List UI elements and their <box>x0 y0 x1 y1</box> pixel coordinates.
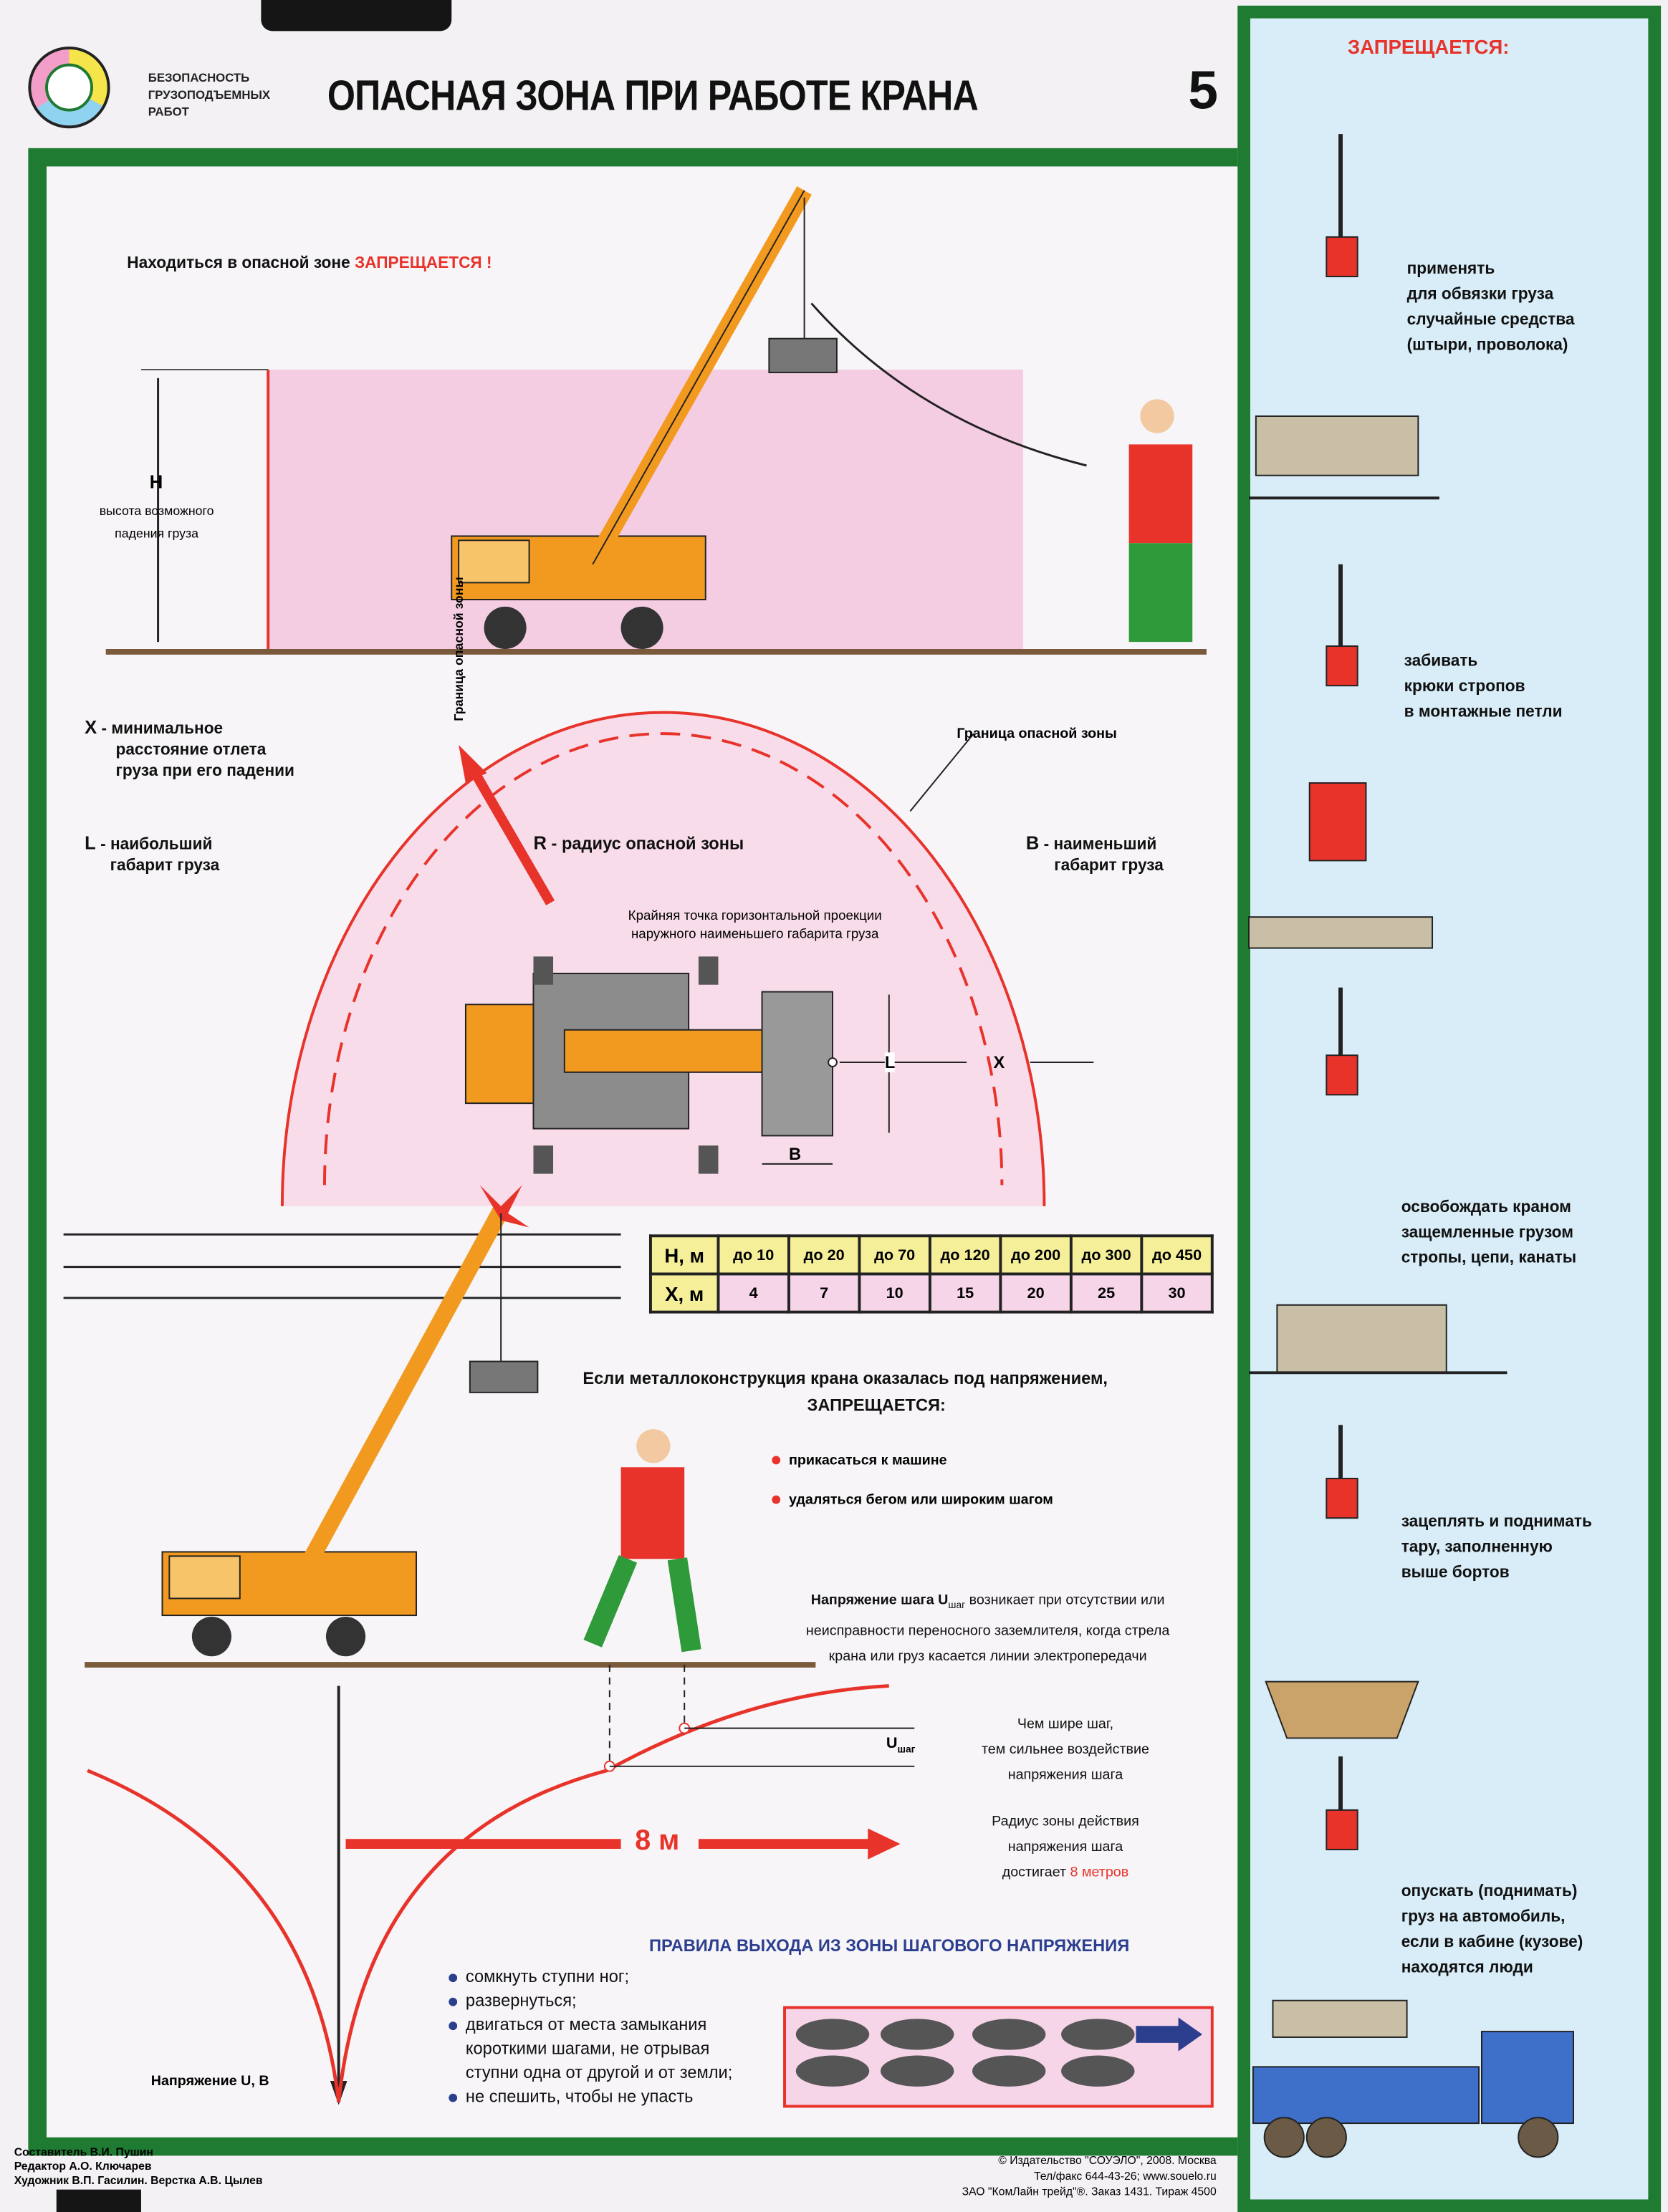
h-letter: H <box>149 471 163 493</box>
list-item: короткими шагами, не отрывая <box>465 2038 710 2059</box>
table-cell: 25 <box>1069 1272 1144 1314</box>
step-voltage-note: Напряжение шага Uшаг возникает при отсут… <box>805 1592 1170 1665</box>
radius-arrow <box>468 766 555 905</box>
h-description: высота возможного падения груза <box>77 499 236 544</box>
rules-title: ПРАВИЛА ВЫХОДА ИЗ ЗОНЫ ШАГОВОГО НАПРЯЖЕН… <box>648 1936 1130 1956</box>
table-cell: до 300 <box>1069 1234 1144 1276</box>
binder-clip <box>56 2189 141 2212</box>
list-item: ступни одна от другой и от земли; <box>465 2062 733 2082</box>
series-line: РАБОТ <box>148 104 189 119</box>
table-cell: до 450 <box>1140 1234 1214 1276</box>
table-cell: 15 <box>928 1272 1002 1314</box>
list-item: развернуться; <box>449 1989 732 2013</box>
distance-label: 8 м <box>635 1825 680 1857</box>
rules-list: сомкнуть ступни ног; развернуться; двига… <box>449 1966 732 2110</box>
r-definition: R - радиус опасной зоны <box>533 832 744 854</box>
list-item: не спешить, чтобы не упасть <box>449 2085 732 2109</box>
walking-worker <box>583 1429 701 1653</box>
warning-forbidden: ЗАПРЕЩАЕТСЯ ! <box>354 255 492 273</box>
table-cell: 7 <box>787 1272 861 1314</box>
voltage-axis-label: Напряжение U, В <box>150 2074 269 2090</box>
table-cell: до 10 <box>716 1234 790 1276</box>
table-cell: 10 <box>858 1272 931 1314</box>
table-cell: до 20 <box>787 1234 861 1276</box>
table-cell: 30 <box>1140 1272 1214 1314</box>
series-line: БЕЗОПАСНОСТЬ <box>148 70 250 85</box>
series-label: БЕЗОПАСНОСТЬ ГРУЗОПОДЪЕМНЫХ РАБОТ <box>148 69 270 120</box>
zone-boundary-label: Граница опасной зоны <box>451 577 466 721</box>
crane-truck-2 <box>161 1185 539 1657</box>
sidebar-panel <box>1237 5 1662 2212</box>
energized-list: прикасаться к машине удаляться бегом или… <box>772 1442 1053 1521</box>
h-desc-line: высота возможного <box>99 504 214 518</box>
series-line: ГРУЗОПОДЪЕМНЫХ <box>148 87 271 102</box>
list-item: двигаться от места замыкания <box>449 2013 732 2037</box>
zone-boundary-label-plan: Граница опасной зоны <box>957 726 1117 742</box>
list-item: прикасаться к машине <box>772 1442 1053 1481</box>
page-title: ОПАСНАЯ ЗОНА ПРИ РАБОТЕ КРАНА <box>327 73 979 120</box>
table-cell: 20 <box>999 1272 1073 1314</box>
h-desc-line: падения груза <box>115 526 199 541</box>
table-cell: до 200 <box>999 1234 1073 1276</box>
warning-text: Находиться в опасной зоне <box>127 255 355 273</box>
danger-zone-area <box>268 370 1023 652</box>
sidebar-item: опускать (поднимать)груз на автомобиль,е… <box>1401 1883 1583 1977</box>
table-header: X, м <box>648 1272 720 1314</box>
danger-zone-warning: Находиться в опасной зоне ЗАПРЕЩАЕТСЯ ! <box>127 254 492 276</box>
list-item: удаляться бегом или широким шагом <box>772 1481 1053 1521</box>
binder-clip <box>261 0 452 32</box>
sidebar-title: ЗАПРЕЩАЕТСЯ: <box>1347 35 1510 58</box>
table-cell: до 70 <box>858 1234 931 1276</box>
footprints <box>795 2019 1135 2087</box>
sidebar-illustrations <box>1248 134 1574 2158</box>
table-cell: до 120 <box>928 1234 1002 1276</box>
energized-forbidden: ЗАПРЕЩАЕТСЯ: <box>807 1395 946 1415</box>
crane-plan <box>464 956 838 1174</box>
step-voltage-curve <box>87 1684 889 2102</box>
energized-intro: Если металлоконструкция крана оказалась … <box>583 1368 1108 1388</box>
dim-l: L <box>884 1052 896 1072</box>
crane-truck <box>451 186 1087 649</box>
logo <box>28 46 110 129</box>
list-item: сомкнуть ступни ног; <box>449 1966 732 1989</box>
poster-number: 5 <box>1188 62 1218 122</box>
table-cell: 4 <box>716 1272 790 1314</box>
u-step-label: Uшаг <box>886 1735 916 1756</box>
table-header: H, м <box>648 1234 720 1276</box>
dim-x: X <box>993 1052 1005 1072</box>
worker-figure <box>1128 399 1193 643</box>
dim-b: B <box>788 1144 802 1164</box>
